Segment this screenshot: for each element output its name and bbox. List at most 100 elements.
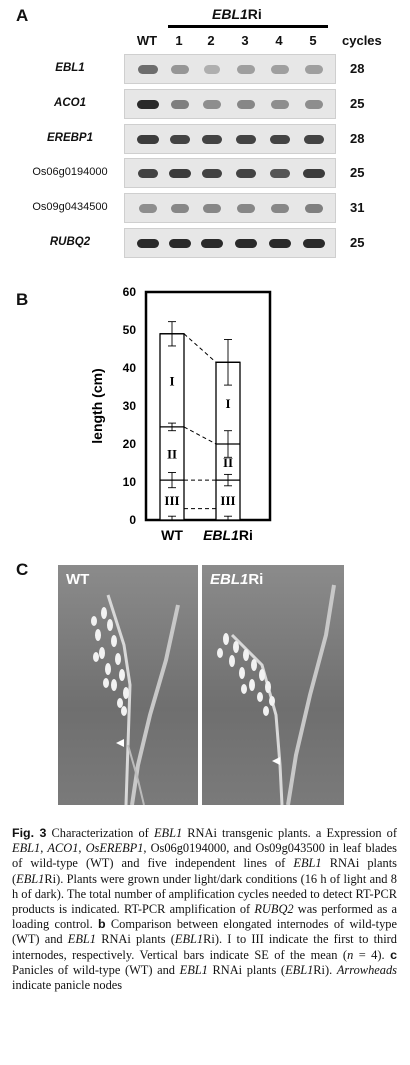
ebl1ri-panicle-drawing	[217, 584, 336, 805]
gel-strip	[124, 193, 336, 223]
panel-b-letter: B	[16, 290, 29, 309]
gel-band	[201, 239, 223, 248]
internode-label: I	[225, 396, 230, 411]
gel-strip	[124, 124, 336, 154]
internode-label: III	[164, 493, 179, 508]
lane-label-4: 4	[275, 33, 283, 48]
panel-c-letter: C	[16, 560, 29, 579]
caption-a-text-2: RNAi plants (	[12, 856, 397, 886]
y-tick-label: 20	[123, 437, 137, 451]
x-tick-label-suffix: Ri	[239, 527, 253, 543]
gel-band	[270, 204, 290, 213]
caption-a-gene-6: RUBQ2	[254, 902, 294, 917]
caption-title-gene: EBL1	[153, 826, 183, 840]
caption-c-gene-1: EBL1	[179, 962, 208, 977]
caption-a-comma-1: ,	[40, 841, 44, 856]
internode-label: I	[169, 373, 174, 388]
gel-band	[270, 100, 290, 109]
gel-band	[303, 169, 325, 178]
y-tick-label: 0	[129, 513, 136, 527]
cycle-count: 25	[350, 235, 365, 250]
gel-band	[169, 135, 191, 144]
gel-band	[202, 204, 222, 213]
caption-b-text-1: Comparison between elongated internodes …	[12, 917, 397, 947]
caption-a: a Expression of	[315, 826, 397, 840]
gel-band	[269, 135, 291, 144]
caption-c-arrowheads: Arrowheads	[336, 962, 397, 977]
caption-c-letter: c	[390, 947, 397, 962]
gel-band	[235, 169, 257, 178]
ebl1ri-arrowhead	[272, 757, 280, 765]
gel-band	[303, 239, 325, 248]
gene-label: RUBQ2	[49, 236, 91, 248]
wt-panicle-drawing	[91, 594, 180, 805]
gel-band	[169, 169, 191, 178]
gel-band	[201, 169, 223, 178]
gene-label: EREBP1	[46, 132, 94, 144]
gel-band	[137, 169, 159, 178]
gel-strip	[124, 89, 336, 119]
photo-ebl1ri-label-suffix: Ri	[248, 571, 264, 588]
photo-wt-label: WT	[66, 571, 90, 588]
caption-c-text-3: Ri).	[313, 962, 333, 977]
caption-c-text-2: RNAi plants (	[212, 962, 286, 977]
gel-band	[304, 204, 324, 213]
caption-a-gene-5: EBL1	[16, 871, 45, 886]
cycles-header: cycles	[342, 33, 382, 48]
photo-wt: WT	[58, 565, 198, 805]
gel-band	[201, 135, 223, 144]
caption-b-text-3: Ri). I to III indicate the first to thir…	[12, 932, 397, 962]
figure-caption: Fig. 3 Characterization of EBL1 RNAi tra…	[12, 826, 397, 993]
caption-a-gene-4: EBL1	[293, 856, 322, 871]
gel-band	[138, 65, 158, 74]
gel-band	[137, 100, 159, 109]
caption-title-rest: RNAi transgenic plants.	[187, 826, 311, 840]
gel-strip	[124, 228, 336, 258]
gel-band	[170, 100, 190, 109]
y-tick-label: 30	[123, 399, 137, 413]
group-label-gene: EBL1	[212, 6, 248, 22]
group-bracket-line	[168, 25, 328, 28]
gel-band	[303, 135, 325, 144]
y-tick-label: 10	[123, 475, 137, 489]
gel-band	[138, 204, 158, 213]
caption-a-text-4: was performed as a loading control.	[12, 902, 397, 932]
gel-band	[236, 100, 256, 109]
caption-a-gene-1: EBL1	[12, 841, 41, 856]
internode-label: II	[223, 455, 233, 470]
gene-label: Os06g0194000	[32, 166, 108, 178]
connector-dashed	[183, 333, 217, 363]
gel-band	[304, 100, 324, 109]
caption-a-gene-2: ACO1	[47, 841, 79, 856]
caption-b-gene-1: EBL1	[67, 932, 97, 947]
y-tick-label: 60	[123, 285, 137, 299]
panel-a-letter: A	[16, 6, 29, 25]
gene-label: EBL1	[55, 62, 85, 74]
photo-ebl1ri-label: EBL1Ri	[210, 571, 263, 588]
gel-band	[237, 65, 255, 74]
caption-title: Characterization of	[51, 826, 149, 840]
caption-a-comma-2: ,	[78, 841, 82, 856]
cycle-count: 25	[350, 96, 365, 111]
cycle-count: 31	[350, 200, 365, 215]
caption-b-letter: b	[98, 917, 106, 932]
gel-band	[269, 169, 291, 178]
group-label-suffix: Ri	[247, 6, 262, 22]
caption-a-gene-3: OsEREBP1	[85, 841, 144, 856]
lane-label-1: 1	[175, 33, 183, 48]
x-tick-label: EBL1Ri	[203, 527, 253, 543]
lane-label-3: 3	[241, 33, 249, 48]
gel-band	[171, 65, 189, 74]
x-tick-label-gene: EBL1	[203, 527, 239, 543]
caption-b-text-4: = 4).	[358, 947, 385, 962]
gel-band	[137, 239, 159, 248]
caption-c-text-1: Panicles of wild-type (WT) and	[12, 962, 175, 977]
gel-band	[202, 100, 222, 109]
x-tick-label: WT	[161, 527, 183, 543]
gel-band	[236, 204, 256, 213]
cycle-count: 25	[350, 165, 365, 180]
photo-ebl1ri-label-gene: EBL1	[210, 571, 249, 588]
lane-label-wt: WT	[136, 33, 158, 48]
caption-fig-number: Fig. 3	[12, 826, 47, 840]
gel-band	[169, 239, 191, 248]
